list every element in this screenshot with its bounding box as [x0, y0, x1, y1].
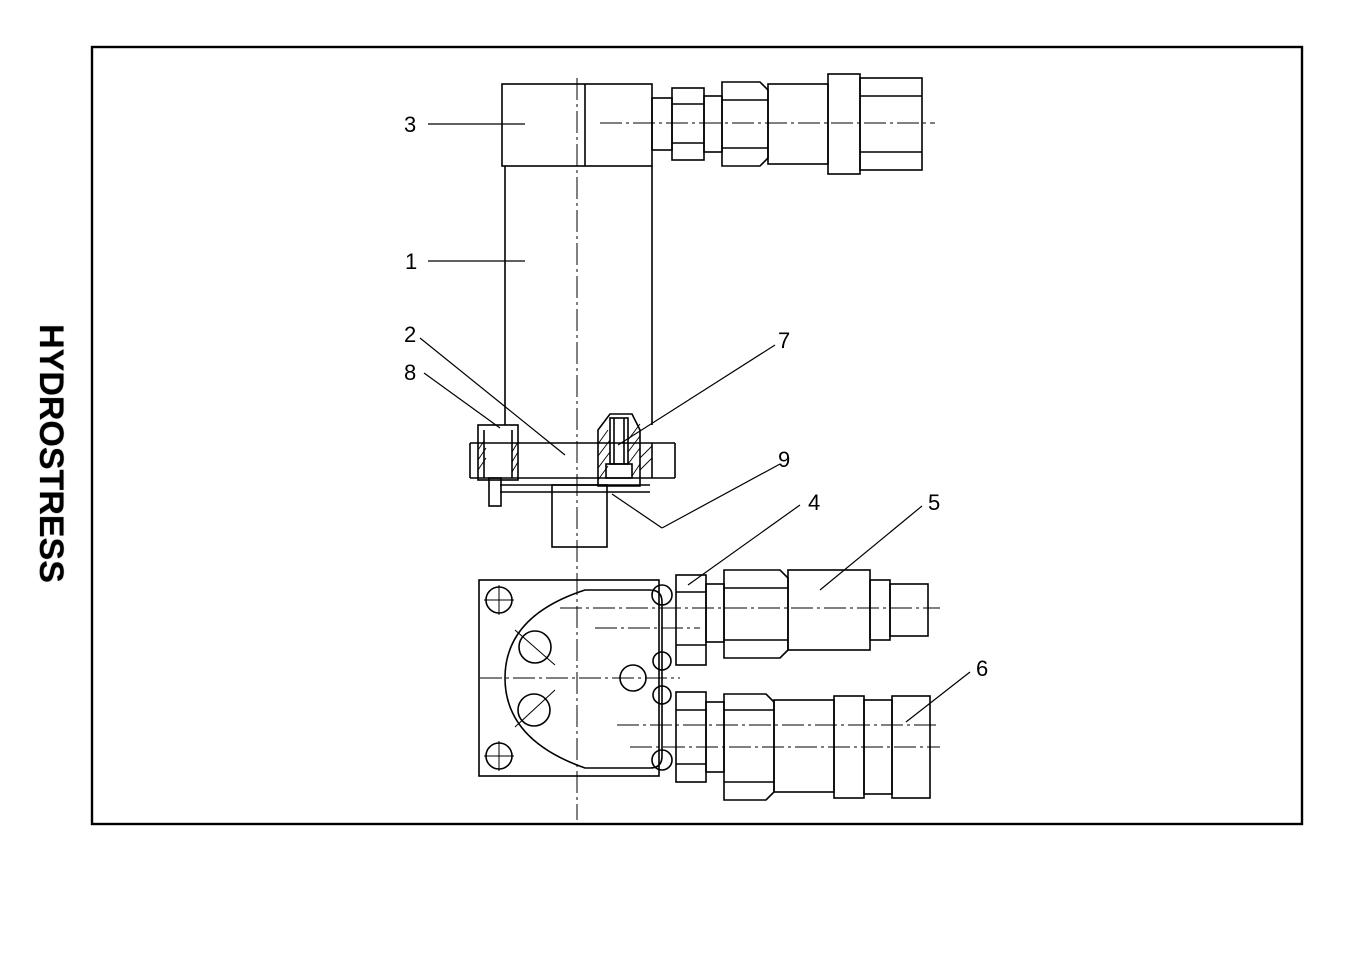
- callout-7: 7: [778, 328, 790, 353]
- lower-coupling-lower: [676, 692, 930, 800]
- drawing-frame: [92, 47, 1302, 824]
- callout-2: 2: [404, 322, 416, 347]
- lower-coupling-upper: [676, 570, 928, 665]
- callout-5: 5: [928, 490, 940, 515]
- callout-9: 9: [778, 447, 790, 472]
- top-coupling: [652, 74, 922, 174]
- callout-3: 3: [404, 112, 416, 137]
- section-hatching: [478, 424, 652, 480]
- callout-1: 1: [405, 249, 417, 274]
- callout-4: 4: [808, 490, 820, 515]
- center-lines: [480, 78, 940, 820]
- callout-8: 8: [404, 360, 416, 385]
- base-flange: [470, 414, 675, 547]
- callout-6: 6: [976, 656, 988, 681]
- leader-lines: [420, 124, 970, 722]
